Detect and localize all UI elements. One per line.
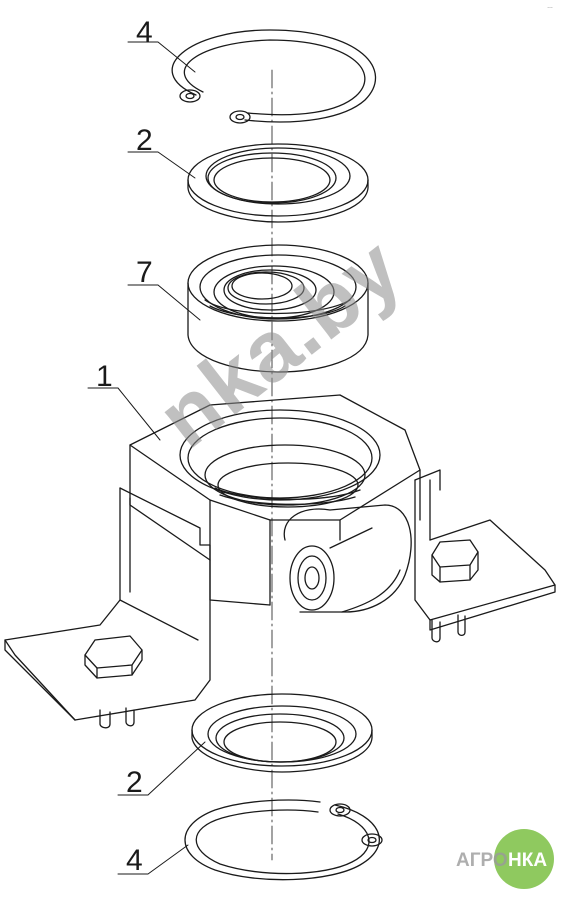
callout-2-top: 2 xyxy=(136,124,153,157)
callout-4-top: 4 xyxy=(136,16,153,49)
leader-2-top xyxy=(127,151,196,179)
logo-text-left: АГРО xyxy=(456,850,508,871)
seal-bottom xyxy=(191,693,373,773)
leader-lines xyxy=(87,41,206,875)
seal-top xyxy=(187,143,369,223)
bearing xyxy=(187,244,369,373)
retaining-ring-bottom xyxy=(184,799,383,881)
housing-hex-body xyxy=(129,394,421,606)
bracket-left xyxy=(4,487,211,729)
grease-nipple xyxy=(283,504,412,613)
bracket-right xyxy=(414,469,556,643)
corner-stamp: … xyxy=(547,4,553,10)
callout-2-bottom: 2 xyxy=(126,766,143,799)
leader-7 xyxy=(127,284,201,321)
callout-1: 1 xyxy=(96,360,113,393)
leader-2-bottom xyxy=(117,741,206,796)
callout-4-bottom: 4 xyxy=(126,844,143,877)
callout-7: 7 xyxy=(136,256,153,289)
logo-text-right: НКА xyxy=(508,850,547,871)
retaining-ring-top xyxy=(171,29,377,124)
leader-1 xyxy=(87,387,161,441)
leader-4-bottom xyxy=(117,844,189,875)
agronka-logo: АГРО НКА xyxy=(456,829,554,889)
leader-4-top xyxy=(127,41,196,73)
logo-circle xyxy=(494,829,554,889)
